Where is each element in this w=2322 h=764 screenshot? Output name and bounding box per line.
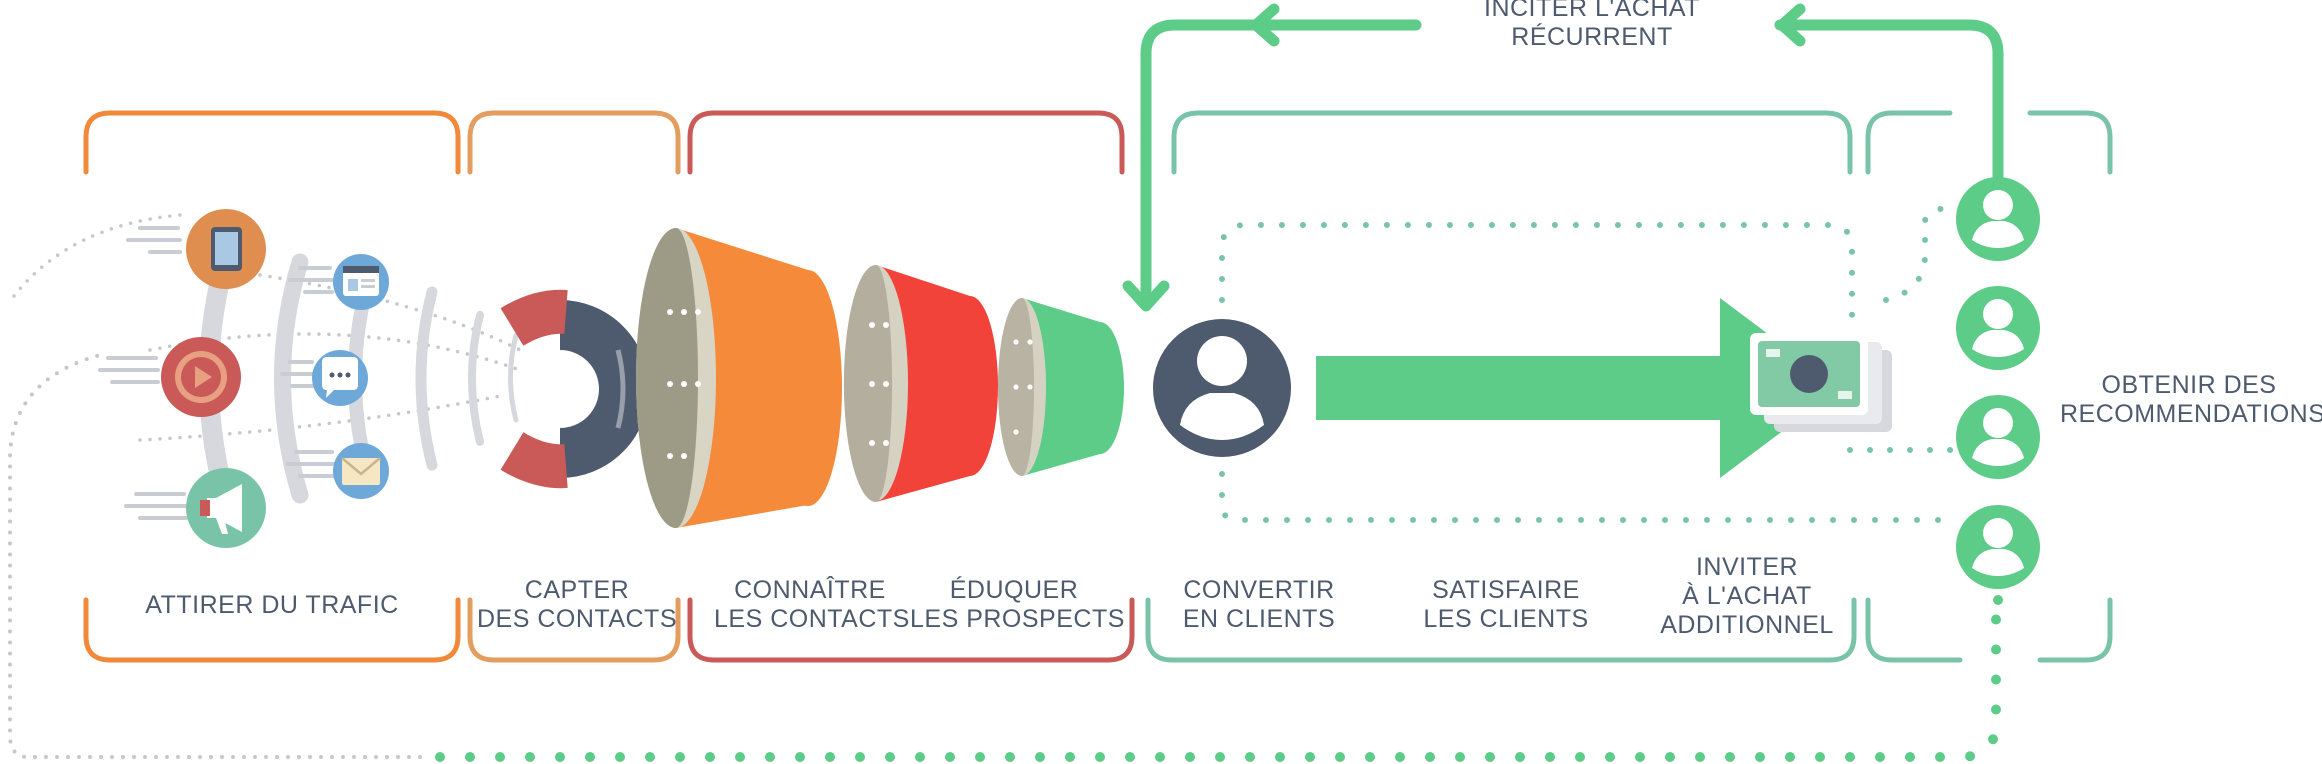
chat-bubble-icon [312,350,368,406]
label-attirer-du-trafic: ATTIRER DU TRAFIC [145,591,399,619]
wave-4 [415,286,438,471]
dotted-referral-path [8,205,2003,762]
bracket-top-recommend-right [2027,110,2113,175]
banknote-icon [1750,333,1892,432]
label-capter-des-contacts: CAPTER DES CONTACTS [477,576,677,633]
wave-5 [468,311,484,446]
funnel-stage-medium [843,265,998,502]
dotted-referral-links [1847,205,1965,453]
bracket-top-convertir [1171,110,1853,175]
bracket-top-capter [467,110,681,175]
wave-6 [508,332,519,423]
referral-avatar-2 [1956,286,2040,370]
tablet-icon [186,209,266,289]
label-convertir-en-clients: CONVERTIR EN CLIENTS [1182,576,1336,633]
magnet-icon [500,289,649,489]
bracket-top-recommend-left [1865,110,1953,175]
bracket-bottom-recommend-left [1865,597,1963,663]
label-connaitre-les-contacts: CONNAÎTRE LES CONTACTS [714,576,910,633]
bracket-bottom-connaitre [687,597,1135,663]
speed-lines [98,226,336,520]
label-inciter-achat-recurrent: INCITER L'ACHAT RÉCURRENT [1484,0,1700,51]
play-icon [161,337,241,417]
bracket-top-connaitre [687,110,1125,175]
label-inviter-achat-additionnel: INVITER À L'ACHAT ADDITIONNEL [1660,553,1834,639]
loop-arrow-right-line [1774,19,2004,184]
envelope-icon [333,443,389,499]
referral-avatar-3 [1956,395,2040,479]
customer-avatar-icon [1153,319,1291,457]
referral-avatar-4 [1956,505,2040,589]
loop-arrow-left-head [1250,3,1280,47]
label-eduquer-les-prospects: ÉDUQUER LES PROSPECTS [910,576,1125,633]
bracket-bottom-capter [467,597,681,663]
referral-avatar-1 [1956,177,2040,261]
wave-2 [274,253,309,504]
funnel-stage-small [998,298,1124,476]
dotted-bottom-grey [8,353,422,759]
label-satisfaire-les-clients: SATISFAIRE LES CLIENTS [1423,576,1589,633]
dotted-customer-loop [1219,222,1959,523]
bottom-brackets [83,597,2113,663]
label-obtenir-des-recommendations: OBTENIR DES RECOMMENDATIONS [2060,371,2322,428]
recurring-purchase-loop [1122,3,2004,312]
megaphone-icon [186,468,266,548]
loop-arrow-down-head [1122,280,1170,312]
bracket-bottom-recommend-right [2037,597,2113,663]
bracket-bottom-attirer [83,597,461,663]
funnel-stage-large [636,228,842,528]
top-brackets [83,110,2113,175]
browser-window-icon [333,254,389,310]
loop-arrow-left-line [1140,19,1422,296]
bracket-bottom-convertir [1145,597,1857,663]
referral-avatars [1956,177,2040,589]
dotted-traffic-lines [12,213,522,442]
bracket-top-attirer [83,110,461,175]
loop-arrow-right-head [1776,3,1806,47]
